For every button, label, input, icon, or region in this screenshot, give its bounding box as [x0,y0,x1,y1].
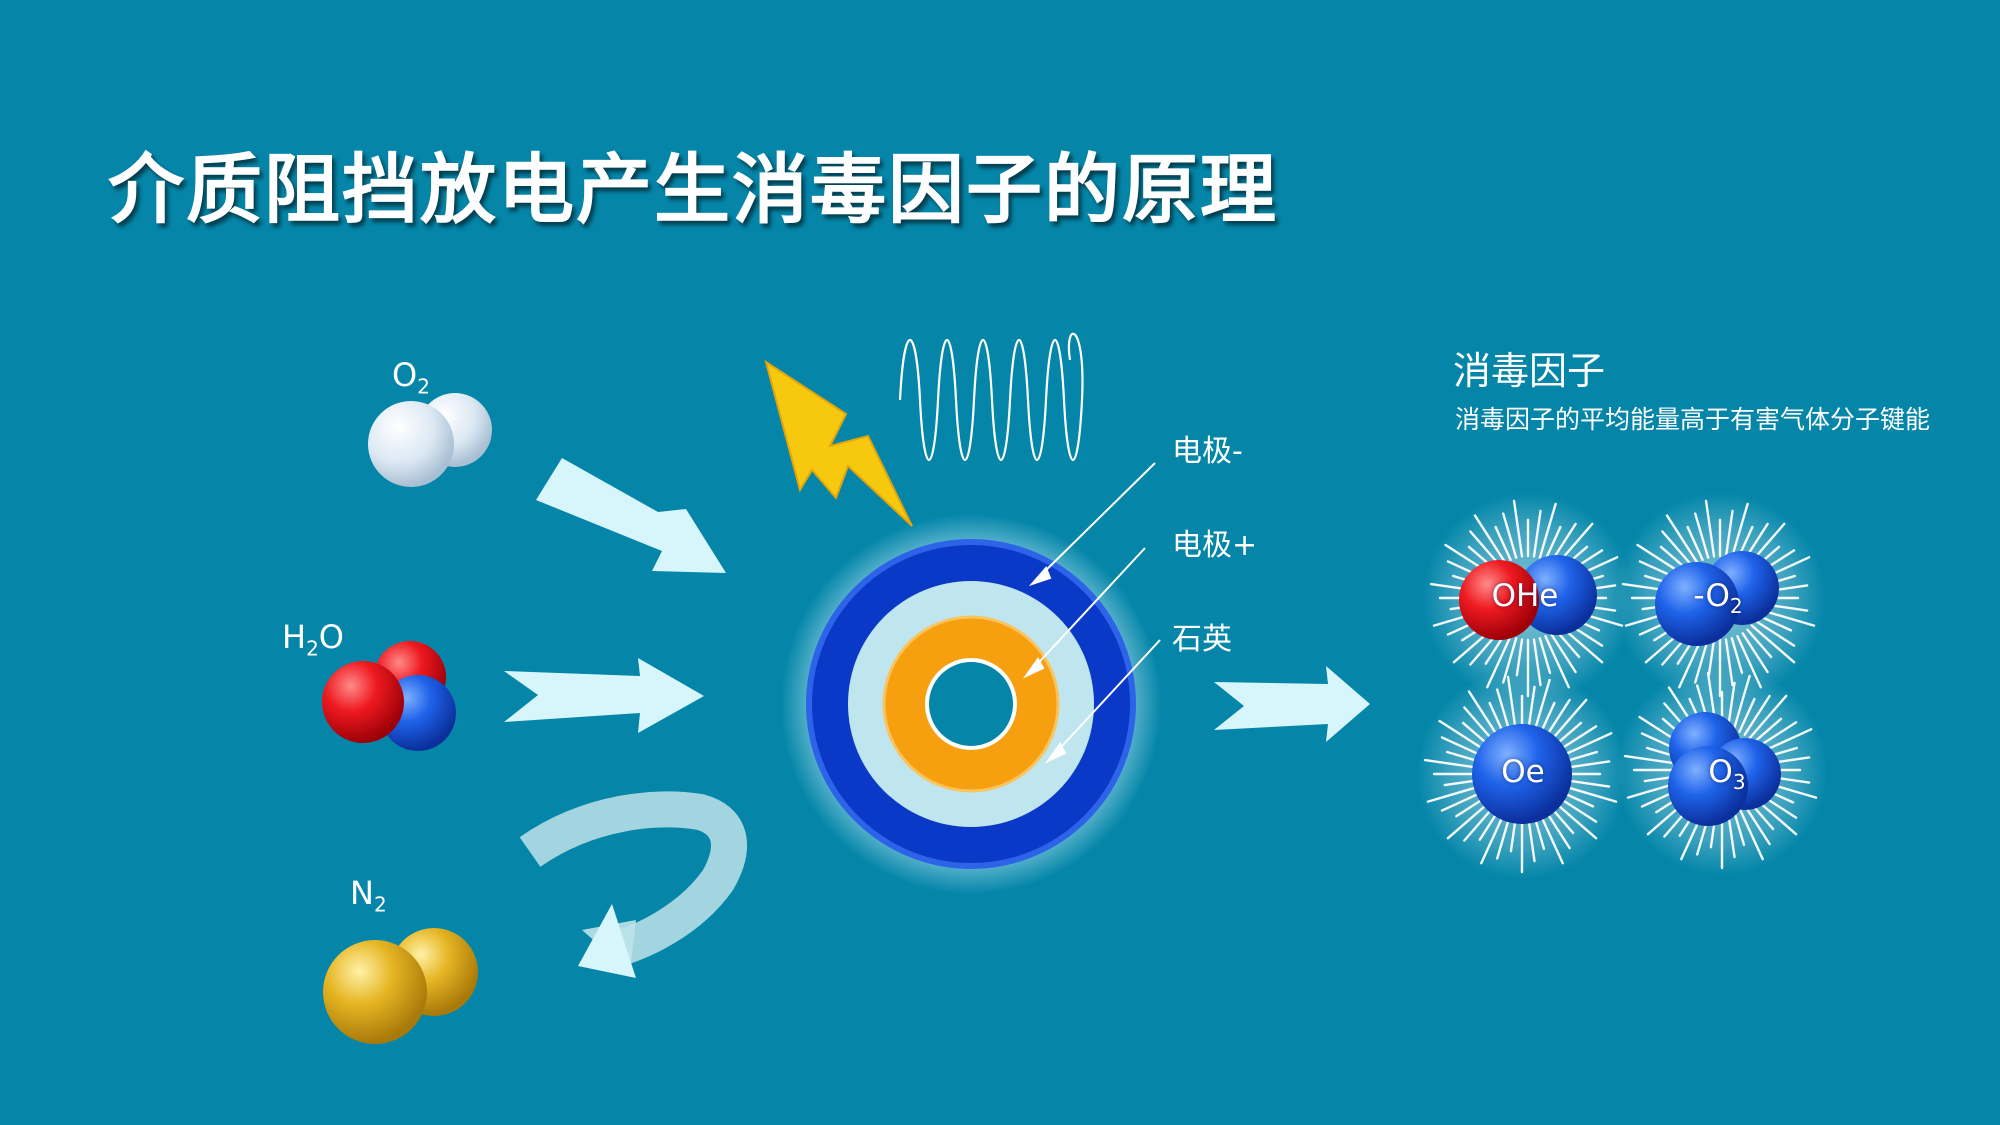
h2o-label-main: H [282,618,307,656]
o2-minus-label: -O2 [1638,578,1798,618]
page-title: 介质阻挡放电产生消毒因子的原理 [108,145,1278,234]
o2-minus-molecule [1655,551,1779,646]
leader-lines [1022,462,1161,764]
factor-section-description: 消毒因子的平均能量高于有害气体分子键能 [1455,405,1931,434]
o2-label: O2 [392,356,430,398]
ohe-label: OHe [1445,578,1605,618]
sine-wave-icon [898,332,1084,462]
ohe-label-main: OHe [1491,578,1559,614]
o2-label-sub: 2 [417,374,430,399]
arrow-h2o-to-reactor [504,658,704,733]
lightning-icon [764,359,913,527]
n2-label: N2 [350,874,387,916]
oe-label-main: Oe [1501,754,1545,790]
oe-label: Oe [1443,754,1603,794]
ohe-molecule [1459,555,1597,640]
o3-label: O3 [1647,754,1807,794]
o3-label-sub: 3 [1732,770,1746,795]
dbd-reactor [781,514,1161,894]
quartz-label: 石英 [1172,622,1232,657]
electrode-plus-label: 电极+ [1172,528,1258,563]
o3-molecule [1668,712,1781,826]
n2-label-sub: 2 [373,892,387,917]
o2-minus-label-sub: 2 [1729,594,1743,619]
o2-label-main: O [392,356,418,394]
o3-label-main: O [1708,754,1733,790]
factor-section-title: 消毒因子 [1453,349,1606,393]
arrow-curved-to-n2 [519,791,747,978]
n2-molecule [323,928,478,1044]
h2o-label: H2O [282,618,344,660]
electrode-minus-label: 电极- [1172,434,1243,469]
o2-molecule [368,393,492,487]
oe-molecule [1472,724,1572,824]
arrow-reactor-to-factors [1214,666,1370,742]
arrow-o2-to-reactor [536,458,726,573]
h2o-label-suffix: O [318,618,344,656]
factor-stars [1417,493,1827,879]
n2-label-main: N [350,874,374,912]
h2o-molecule [322,641,456,751]
reactor-core [925,658,1017,750]
o2-minus-label-main: -O [1693,578,1730,614]
h2o-label-sub: 2 [306,636,319,661]
